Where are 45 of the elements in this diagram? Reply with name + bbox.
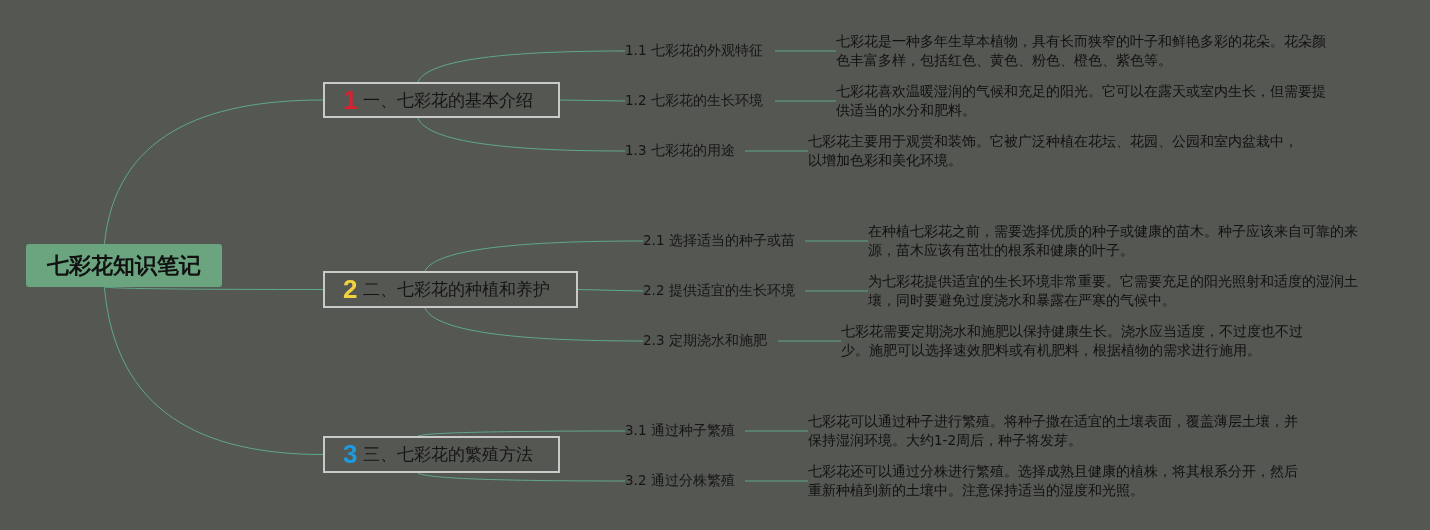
subtopic-text: 2.2 提供适宜的生长环境 — [643, 282, 795, 300]
connector-line — [417, 430, 626, 437]
connector-line — [804, 290, 869, 292]
subtopic-text: 1.3 七彩花的用途 — [625, 142, 735, 160]
description-text: 为七彩花提供适宜的生长环境非常重要。它需要充足的阳光照射和适度的湿润土壤，同时要避免过度浇水和暴露在严寒的气候中。 — [868, 272, 1359, 310]
central-topic-title: 七彩花知识笔记 — [47, 251, 201, 280]
connector-line — [103, 99, 324, 245]
description-text: 在种植七彩花之前，需要选择优质的种子或健康的苗木。种子应该来自可靠的来源，苗木应该有茁壮的根系和健康的叶子。 — [868, 222, 1359, 260]
description-text: 七彩花可以通过种子进行繁殖。将种子撒在适宜的土壤表面，覆盖薄层土壤，并保持湿润环境。大约1-2周后，种子将发芽。 — [808, 412, 1299, 450]
topic-box — [323, 82, 560, 118]
step-number: 2 — [343, 274, 358, 305]
topic-box — [323, 436, 560, 473]
subtopic-text: 1.2 七彩花的生长环境 — [625, 92, 763, 110]
subtopic-text: 2.3 定期浇水和施肥 — [643, 332, 767, 350]
topic-title: 二、七彩花的种植和养护 — [363, 278, 551, 301]
step-number: 1 — [343, 84, 358, 116]
connector-line — [744, 430, 809, 432]
central-topic-box — [26, 244, 222, 287]
subtopic-text: 3.2 通过分株繁殖 — [625, 472, 735, 490]
description-text: 七彩花还可以通过分株进行繁殖。选择成熟且健康的植株，将其根系分开，然后重新种植到新的土壤中。注意保持适当的湿度和光照。 — [808, 462, 1299, 500]
connector-line — [424, 240, 644, 272]
connector-line — [559, 99, 626, 102]
connector-line — [744, 150, 809, 152]
connector-line — [744, 480, 809, 482]
subtopic-text: 1.1 七彩花的外观特征 — [625, 42, 763, 60]
topic-title: 一、七彩花的基本介绍 — [363, 88, 534, 112]
connector-line — [424, 307, 644, 342]
connector-line — [417, 472, 626, 482]
description-text: 七彩花是一种多年生草本植物，具有长而狭窄的叶子和鲜艳多彩的花朵。花朵颜色丰富多样，包括红色、黄色、粉色、橙色、紫色等。 — [836, 32, 1327, 70]
description-text: 七彩花需要定期浇水和施肥以保持健康生长。浇水应当适度，不过度也不过少。施肥可以选择速效肥料或有机肥料，根据植物的需求进行施用。 — [841, 322, 1304, 360]
subtopic-text: 2.1 选择适当的种子或苗 — [643, 232, 795, 250]
step-number: 3 — [343, 439, 358, 470]
connector-line — [103, 286, 324, 290]
connector-line — [103, 286, 324, 455]
description-text: 七彩花主要用于观赏和装饰。它被广泛种植在花坛、花园、公园和室内盆栽中，以增加色彩和美化环境。 — [808, 132, 1298, 170]
connector-line — [417, 117, 626, 152]
connector-line — [577, 289, 644, 292]
topic-box — [323, 271, 578, 308]
connector-line — [777, 340, 842, 342]
connector-line — [774, 50, 837, 52]
connector-line — [804, 240, 869, 242]
connector-line — [774, 100, 837, 102]
description-text: 七彩花喜欢温暖湿润的气候和充足的阳光。它可以在露天或室内生长，但需要提供适当的水分和肥料。 — [836, 82, 1327, 120]
connector-line — [417, 50, 626, 83]
subtopic-text: 3.1 通过种子繁殖 — [625, 422, 735, 440]
